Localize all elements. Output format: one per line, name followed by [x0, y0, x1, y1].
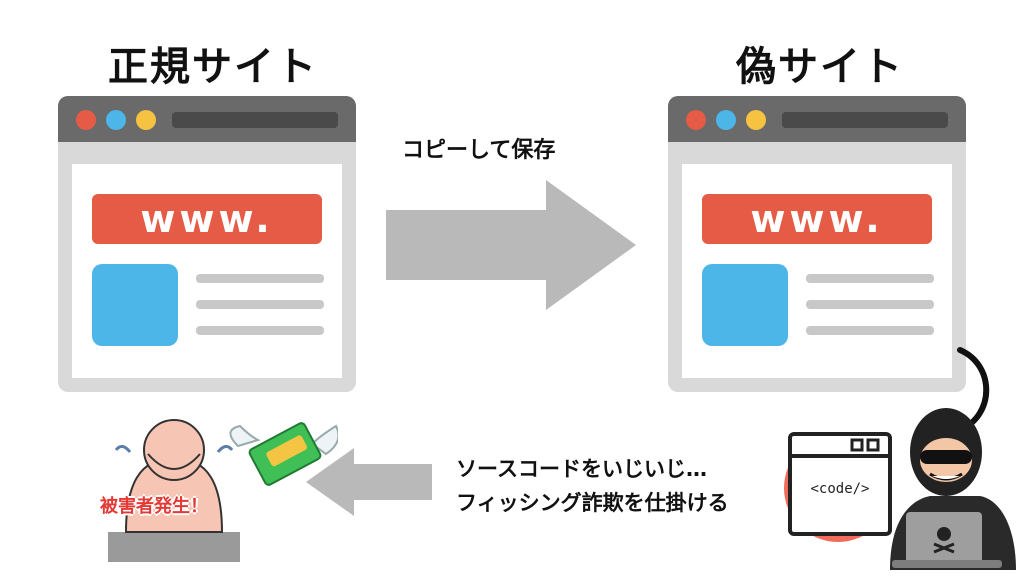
legit-browser-window: www. [58, 96, 356, 392]
minimize-dot-icon [716, 110, 736, 130]
www-banner: www. [92, 194, 322, 244]
browser-page: www. [72, 164, 342, 378]
browser-title-bar [668, 96, 966, 142]
address-bar [172, 112, 338, 128]
fake-site-title: 偽サイト [736, 44, 904, 90]
maximize-dot-icon [746, 110, 766, 130]
image-placeholder [702, 264, 788, 346]
maximize-dot-icon [136, 110, 156, 130]
caption: ソースコードをいじいじ… フィッシング詐欺を仕掛ける [456, 452, 729, 520]
www-banner: www. [702, 194, 932, 244]
image-placeholder [92, 264, 178, 346]
left-arrow-icon [306, 448, 432, 516]
address-bar [782, 112, 948, 128]
right-arrow-icon [386, 180, 636, 310]
caption-line: フィッシング詐欺を仕掛ける [456, 491, 729, 515]
caption-line: ソースコードをいじいじ… [456, 457, 707, 481]
text-line [806, 326, 934, 335]
text-line [806, 300, 934, 309]
code-label: <code/> [810, 481, 870, 497]
text-line [196, 326, 324, 335]
fake-browser-window: www. [668, 96, 966, 392]
browser-title-bar [58, 96, 356, 142]
text-line [196, 274, 324, 283]
victim-illustration [108, 419, 338, 562]
minimize-dot-icon [106, 110, 126, 130]
legit-site-title: 正規サイト [108, 44, 318, 90]
text-line [806, 274, 934, 283]
victim-label: 被害者発生！ [100, 496, 208, 517]
copy-label: コピーして保存 [402, 138, 556, 163]
close-dot-icon [76, 110, 96, 130]
text-line [196, 300, 324, 309]
close-dot-icon [686, 110, 706, 130]
hacker-illustration [784, 408, 1016, 570]
browser-page: www. [682, 164, 952, 378]
